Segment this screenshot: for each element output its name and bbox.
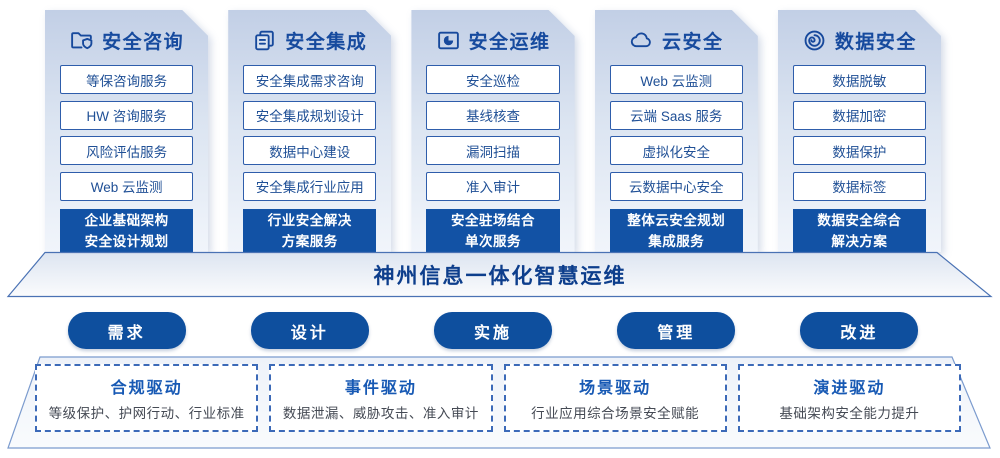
step-pill-improvement: 改进 (800, 312, 919, 349)
card-header: 数据安全 (793, 25, 926, 55)
service-item: 风险评估服务 (60, 136, 193, 165)
service-item: Web 云监测 (610, 65, 743, 94)
folder-pie-icon (436, 28, 461, 53)
service-item: 云数据中心安全 (610, 172, 743, 201)
card: 云安全 Web 云监测 云端 Saas 服务 虚拟化安全 云数据中心安全 整体云… (595, 10, 758, 252)
banner-title: 神州信息一体化智慧运维 (373, 264, 627, 288)
driver-title: 合规驱动 (110, 380, 183, 397)
driver-box-compliance: 合规驱动 等级保护、护网行动、行业标准 (35, 364, 259, 432)
fingerprint-icon (802, 28, 827, 53)
service-item: 云端 Saas 服务 (610, 101, 743, 130)
card-header: 安全运维 (426, 25, 559, 55)
service-item: 数据中心建设 (243, 136, 376, 165)
service-item: 安全集成需求咨询 (243, 65, 376, 94)
card-security-operations: 安全运维 安全巡检 基线核查 漏洞扫描 准入审计 安全驻场结合 单次服务 (411, 10, 574, 252)
card-title: 安全咨询 (102, 31, 185, 53)
card-header: 安全集成 (243, 25, 376, 55)
step-pill-design: 设计 (250, 312, 369, 349)
pill-slot: 改进 (778, 312, 941, 349)
pill-slot: 需求 (45, 312, 208, 349)
pill-slot: 设计 (228, 312, 391, 349)
card-footer: 数据安全综合 解决方案 (793, 209, 926, 255)
card-security-consulting: 安全咨询 等保咨询服务 HW 咨询服务 风险评估服务 Web 云监测 企业基础架… (45, 10, 208, 252)
card-header: 安全咨询 (60, 25, 193, 55)
folder-shield-icon (69, 28, 94, 53)
process-steps-row: 需求 设计 实施 管理 改进 (45, 312, 941, 349)
card-footer: 行业安全解决 方案服务 (243, 209, 376, 255)
card-header: 云安全 (610, 25, 743, 55)
card-data-security: 数据安全 数据脱敏 数据加密 数据保护 数据标签 数据安全综合 解决方案 (778, 10, 941, 252)
driver-desc: 行业应用综合场景安全赋能 (531, 406, 700, 421)
service-item: Web 云监测 (60, 172, 193, 201)
driver-title: 场景驱动 (579, 380, 652, 397)
card-footer: 企业基础架构 安全设计规划 (60, 209, 193, 255)
card-security-integration: 安全集成 安全集成需求咨询 安全集成规划设计 数据中心建设 安全集成行业应用 行… (228, 10, 391, 252)
card-title: 安全集成 (285, 31, 368, 53)
documents-icon (252, 28, 277, 53)
card-title: 安全运维 (468, 31, 551, 53)
driver-desc: 等级保护、护网行动、行业标准 (48, 406, 245, 421)
service-item: 基线核查 (426, 101, 559, 130)
driver-desc: 数据泄漏、威胁攻击、准入审计 (282, 406, 479, 421)
pill-slot: 管理 (595, 312, 758, 349)
card-title: 数据安全 (834, 31, 917, 53)
service-item: 数据加密 (793, 101, 926, 130)
service-item: 安全巡检 (426, 65, 559, 94)
service-cards-row: 安全咨询 等保咨询服务 HW 咨询服务 风险评估服务 Web 云监测 企业基础架… (45, 10, 941, 252)
service-item: 数据保护 (793, 136, 926, 165)
card: 安全集成 安全集成需求咨询 安全集成规划设计 数据中心建设 安全集成行业应用 行… (228, 10, 391, 252)
banner-trapezoid (6, 251, 993, 298)
card-footer: 整体云安全规划 集成服务 (610, 209, 743, 255)
card-footer: 安全驻场结合 单次服务 (426, 209, 559, 255)
drivers-row: 合规驱动 等级保护、护网行动、行业标准 事件驱动 数据泄漏、威胁攻击、准入审计 … (35, 364, 961, 432)
pill-slot: 实施 (411, 312, 574, 349)
service-item: 漏洞扫描 (426, 136, 559, 165)
driver-desc: 基础架构安全能力提升 (779, 406, 920, 421)
card-cloud-security: 云安全 Web 云监测 云端 Saas 服务 虚拟化安全 云数据中心安全 整体云… (595, 10, 758, 252)
service-item: 等保咨询服务 (60, 65, 193, 94)
driver-title: 事件驱动 (344, 380, 417, 397)
cloud-icon (629, 28, 654, 53)
service-item: HW 咨询服务 (60, 101, 193, 130)
driver-box-evolution: 演进驱动 基础架构安全能力提升 (737, 364, 961, 432)
driver-box-scenario: 场景驱动 行业应用综合场景安全赋能 (503, 364, 727, 432)
step-pill-implementation: 实施 (434, 312, 552, 349)
service-item: 安全集成行业应用 (243, 172, 376, 201)
step-pill-requirement: 需求 (67, 312, 186, 349)
card: 数据安全 数据脱敏 数据加密 数据保护 数据标签 数据安全综合 解决方案 (778, 10, 941, 252)
step-pill-management: 管理 (617, 312, 736, 349)
card: 安全运维 安全巡检 基线核查 漏洞扫描 准入审计 安全驻场结合 单次服务 (411, 10, 574, 252)
service-item: 虚拟化安全 (610, 136, 743, 165)
service-item: 数据标签 (793, 172, 926, 201)
card-title: 云安全 (661, 31, 724, 53)
driver-box-incident: 事件驱动 数据泄漏、威胁攻击、准入审计 (269, 364, 493, 432)
service-item: 准入审计 (426, 172, 559, 201)
card: 安全咨询 等保咨询服务 HW 咨询服务 风险评估服务 Web 云监测 企业基础架… (45, 10, 208, 252)
service-item: 安全集成规划设计 (243, 101, 376, 130)
driver-title: 演进驱动 (813, 380, 886, 397)
service-item: 数据脱敏 (793, 65, 926, 94)
